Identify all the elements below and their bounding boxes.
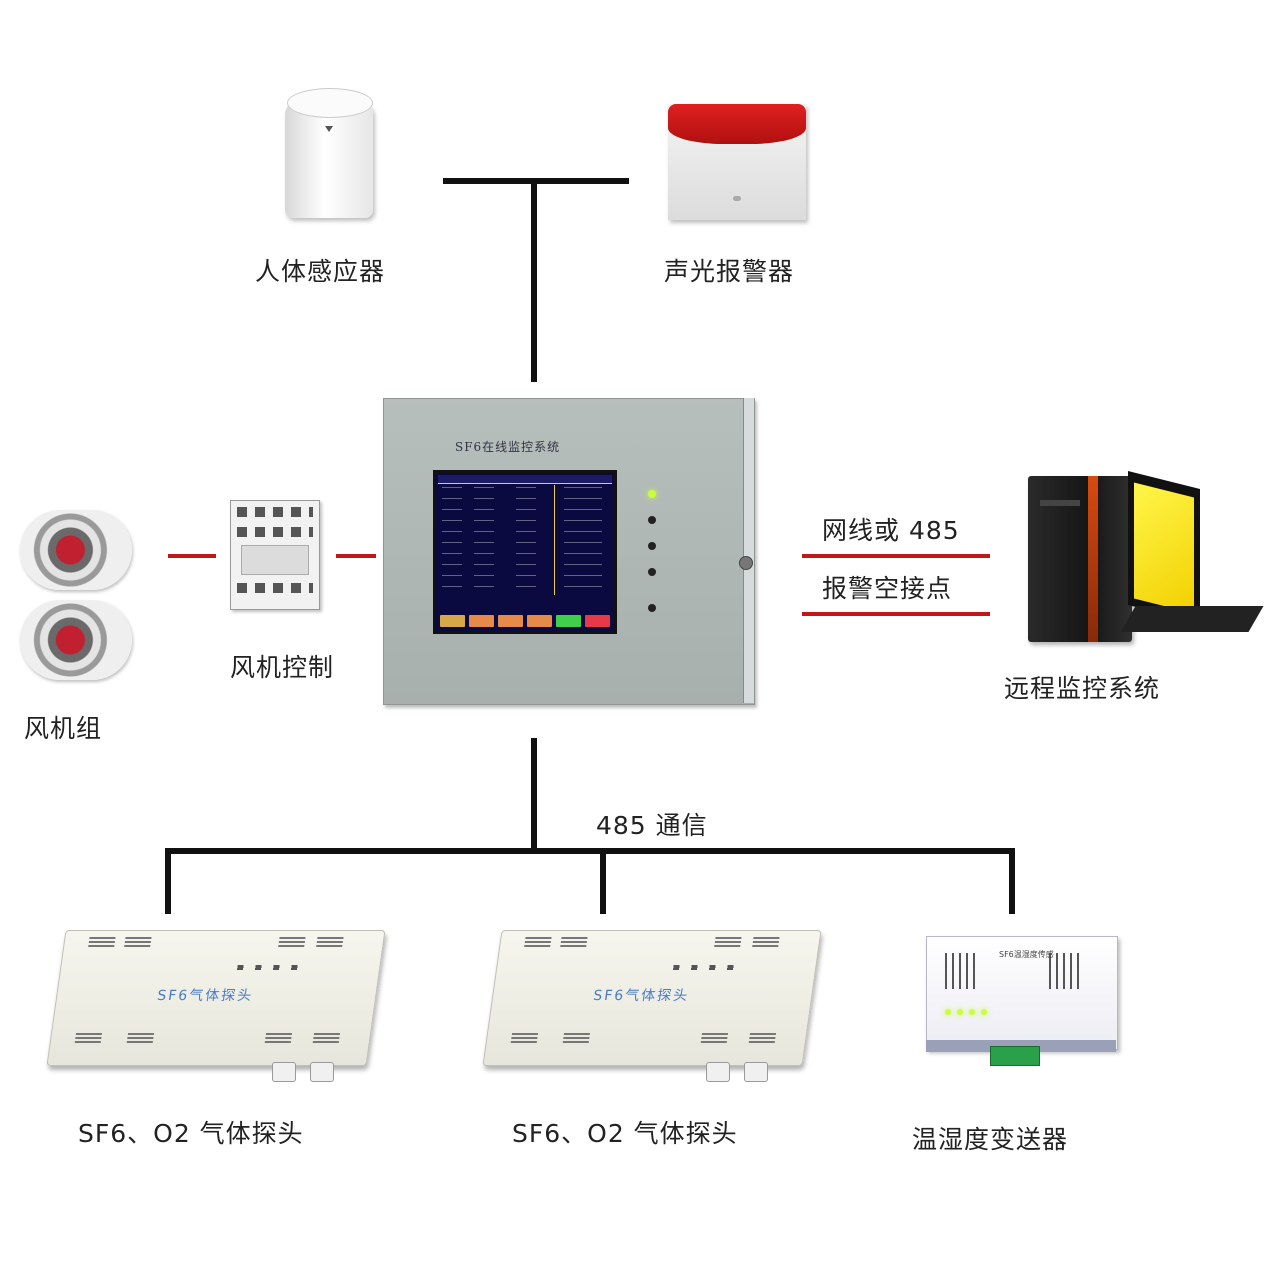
motion-sensor-top xyxy=(287,88,373,118)
probe-leds xyxy=(672,965,738,970)
probe-vent xyxy=(126,1033,155,1045)
controller-panel-edge xyxy=(743,398,754,703)
probe-2-drop-line xyxy=(600,848,606,914)
transmitter-led xyxy=(981,1009,987,1015)
cable-gland-icon xyxy=(272,1062,296,1082)
temp-humidity-transmitter-icon: SF6温湿度传感 xyxy=(926,936,1118,1050)
screen-buttons xyxy=(440,615,610,627)
contactor-to-controller-line xyxy=(336,554,376,558)
status-led xyxy=(648,490,656,498)
controller-title: SF6在线监控系统 xyxy=(455,440,561,454)
status-led xyxy=(648,568,656,576)
transmitter-slots xyxy=(945,953,979,989)
contactor-terminals xyxy=(237,527,313,537)
fan-control-label: 风机控制 xyxy=(230,653,335,682)
fan-to-contactor-line xyxy=(168,554,216,558)
computer-drive-bay xyxy=(1040,500,1080,506)
rs485-bus-line xyxy=(165,848,1015,854)
screen-button xyxy=(498,615,523,627)
probe-leds xyxy=(236,965,302,970)
gas-probe-icon: SF6气体探头 xyxy=(482,930,822,1066)
probe-vent xyxy=(74,1033,103,1045)
contactor-terminals xyxy=(237,507,313,517)
cable-gland-icon xyxy=(310,1062,334,1082)
contactor-face xyxy=(241,545,309,575)
screen-column xyxy=(474,487,494,587)
screen-button xyxy=(440,615,465,627)
probe-vent xyxy=(510,1033,539,1045)
screen-column xyxy=(442,487,462,587)
probe-vent xyxy=(559,937,588,949)
alarm-drop-line xyxy=(531,178,537,382)
alarm-contact-label: 报警空接点 xyxy=(822,574,953,603)
gas-probe-icon: SF6气体探头 xyxy=(46,930,386,1066)
computer-tower-stripe xyxy=(1088,476,1098,642)
alarm-device-label: 声光报警器 xyxy=(664,257,795,286)
controller-screen xyxy=(433,470,617,634)
transmitter-slots xyxy=(1049,953,1083,989)
probe-vent xyxy=(277,937,306,949)
fan-icon xyxy=(20,600,132,680)
probe-vent xyxy=(700,1033,729,1045)
probe-vent xyxy=(123,937,152,949)
screen-button xyxy=(556,615,581,627)
keyboard-icon xyxy=(1120,606,1264,632)
screen-button xyxy=(527,615,552,627)
probe-vent xyxy=(751,937,780,949)
alarm-light xyxy=(668,104,806,144)
temp-humidity-label: 温湿度变送器 xyxy=(912,1125,1069,1154)
fan-icon xyxy=(20,510,132,590)
screen-column xyxy=(516,487,536,587)
cable-gland-icon xyxy=(744,1062,768,1082)
probe-vent xyxy=(312,1033,341,1045)
probe-vent xyxy=(562,1033,591,1045)
status-led xyxy=(648,604,656,612)
probe-brand: SF6气体探头 xyxy=(156,988,255,1004)
contactor-icon xyxy=(230,500,320,610)
rs485-bus-label: 485 通信 xyxy=(596,811,708,840)
status-led xyxy=(648,516,656,524)
alarm-speaker xyxy=(733,196,741,201)
status-led xyxy=(648,542,656,550)
probe-vent xyxy=(264,1033,293,1045)
thermo-drop-line xyxy=(1009,848,1015,914)
probe-vent xyxy=(523,937,552,949)
transmitter-led xyxy=(957,1009,963,1015)
motion-sensor-lens xyxy=(325,126,333,132)
transmitter-led xyxy=(945,1009,951,1015)
remote-monitor-label: 远程监控系统 xyxy=(1004,674,1161,703)
network-line-label: 网线或 485 xyxy=(822,516,960,545)
probe-2-label: SF6、O2 气体探头 xyxy=(512,1119,738,1148)
terminal-block-icon xyxy=(990,1046,1040,1066)
probe-vent xyxy=(713,937,742,949)
panel-lock-icon xyxy=(739,556,753,570)
fan-group-label: 风机组 xyxy=(24,714,103,743)
probe-vent xyxy=(315,937,344,949)
cable-gland-icon xyxy=(706,1062,730,1082)
probe-1-drop-line xyxy=(165,848,171,914)
motion-sensor-label: 人体感应器 xyxy=(255,257,386,286)
probe-1-label: SF6、O2 气体探头 xyxy=(78,1119,304,1148)
network-line xyxy=(802,554,990,558)
transmitter-led xyxy=(969,1009,975,1015)
monitor-screen xyxy=(1134,482,1194,614)
screen-header xyxy=(438,475,612,484)
screen-button xyxy=(469,615,494,627)
contactor-terminals xyxy=(237,583,313,593)
screen-button xyxy=(585,615,610,627)
controller-down-line xyxy=(531,738,537,852)
screen-column xyxy=(564,487,602,587)
alarm-contact-line xyxy=(802,612,990,616)
probe-brand: SF6气体探头 xyxy=(592,988,691,1004)
screen-divider xyxy=(554,485,555,595)
probe-vent xyxy=(748,1033,777,1045)
probe-vent xyxy=(87,937,116,949)
transmitter-title: SF6温湿度传感 xyxy=(999,950,1054,959)
